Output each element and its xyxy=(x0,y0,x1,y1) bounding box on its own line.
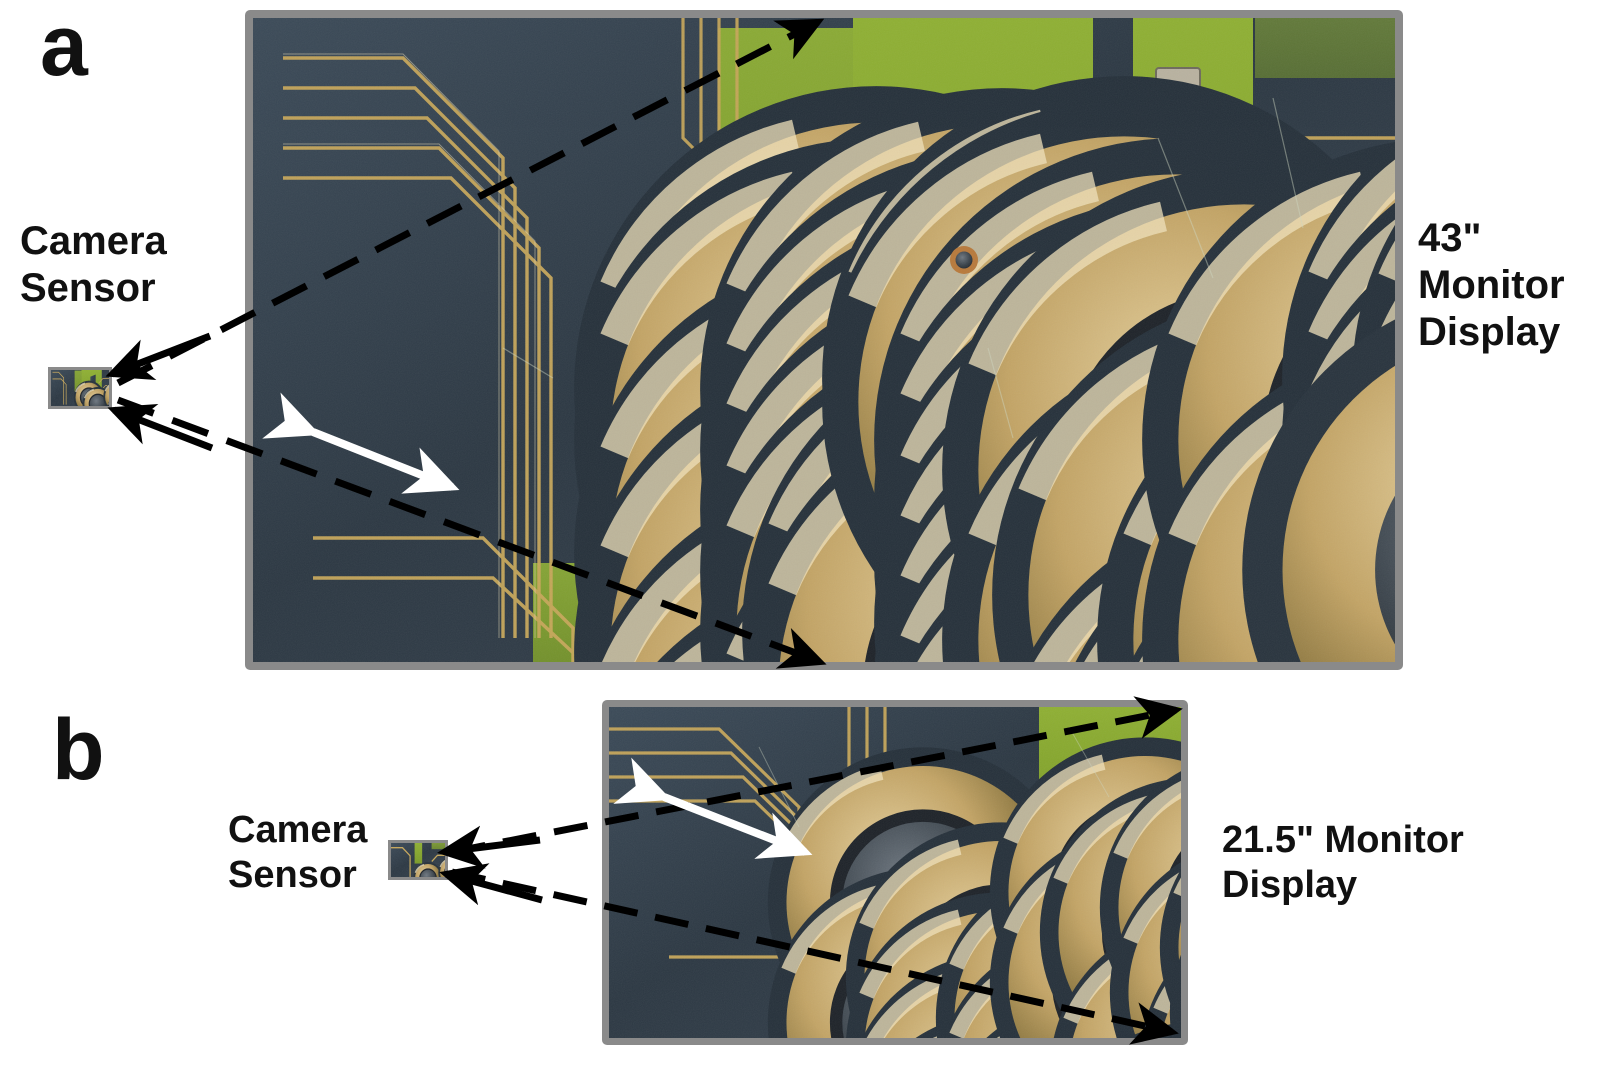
panel-letter-b: b xyxy=(52,702,105,798)
pcb-svg-sensor-a xyxy=(51,370,109,406)
pcb-svg-a xyxy=(253,18,1395,662)
pcb-image-sensor-b xyxy=(391,843,445,877)
panel-b-camera-sensor-label: Camera Sensor xyxy=(228,809,368,896)
camera-sensor-thumbnail-b xyxy=(388,840,448,880)
camera-sensor-thumbnail-a xyxy=(48,367,112,409)
monitor-display-43in xyxy=(245,10,1403,670)
panel-b-arrowhead-in-top xyxy=(437,825,541,869)
panel-a-arrowhead-in-top xyxy=(105,332,212,381)
panel-letter-a: a xyxy=(40,0,88,94)
panel-b-display-label: 21.5" Monitor Display xyxy=(1222,819,1464,906)
pcb-svg-b xyxy=(609,707,1181,1038)
pcb-image-sensor-a xyxy=(51,370,109,406)
monitor-display-21-5in xyxy=(602,700,1188,1045)
pcb-image-panel-b xyxy=(609,707,1181,1038)
panel-a-display-label: 43" Monitor Display xyxy=(1418,216,1565,355)
panel-b-arrowhead-in-bottom xyxy=(439,863,543,906)
pcb-svg-sensor-b xyxy=(391,843,445,877)
panel-a-arrowhead-in-bottom xyxy=(107,403,214,452)
pcb-image-panel-a xyxy=(253,18,1395,662)
panel-a-camera-sensor-label: Camera Sensor xyxy=(20,219,167,311)
